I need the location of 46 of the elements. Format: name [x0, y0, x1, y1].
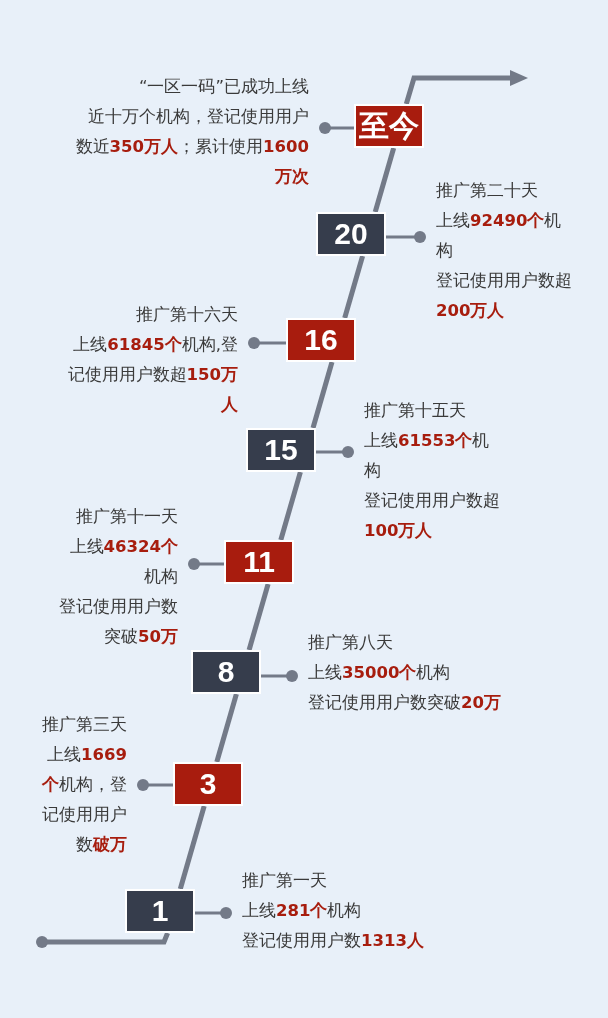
- milestone-text: 登记使用用户数超100万人: [364, 490, 501, 542]
- leader-line: [316, 446, 354, 458]
- leader-line: [261, 670, 298, 682]
- milestone-text: 登记使用用户数超200万人: [436, 270, 573, 322]
- milestone-text: 登记使用用户数突破20万: [308, 692, 501, 714]
- leader-line: [319, 122, 354, 134]
- leader-line: [195, 907, 232, 919]
- milestone-text: 推广第十六天: [135, 304, 238, 326]
- milestone-text: 上线35000个机构: [308, 662, 452, 684]
- timeline-line: [372, 147, 397, 213]
- milestone-box: 11: [224, 540, 294, 584]
- milestone-text: 上线61845个机构,登记使用用户数超150万人: [66, 334, 238, 416]
- milestone-text: 推广第三天: [41, 714, 127, 736]
- milestone-text: 推广第八天: [308, 632, 394, 654]
- milestone-box: 20: [316, 212, 386, 256]
- milestone-text: 推广第二十天: [436, 180, 539, 202]
- milestone-text: 上线1669个机构，登记使用用户数破万: [41, 744, 127, 856]
- milestone-box: 8: [191, 650, 261, 694]
- milestone-text: 推广第一天: [242, 870, 328, 892]
- leader-line: [248, 337, 286, 349]
- milestone-text: 上线46324个机构: [68, 536, 178, 588]
- milestone-text: “一区一码”已成功上线: [137, 76, 309, 98]
- leader-line: [137, 779, 173, 791]
- timeline-line: [403, 70, 528, 105]
- milestone-box: 3: [173, 762, 243, 806]
- leader-line: [386, 231, 426, 243]
- timeline-line: [310, 361, 335, 429]
- milestone-text: 登记使用用户数1313人: [242, 930, 424, 952]
- timeline-line: [177, 805, 207, 890]
- milestone-text: 近十万个机构，登记使用用户数近350万人；累计使用1600万次: [74, 106, 309, 188]
- timeline-line: [278, 471, 303, 541]
- timeline-line: [36, 932, 170, 948]
- timeline-line: [342, 255, 365, 319]
- milestone-text: 上线92490个机构: [436, 210, 563, 262]
- milestone-text: 推广第十五天: [364, 400, 467, 422]
- milestone-text: 上线61553个机构: [364, 430, 491, 482]
- milestone-text: 上线281个机构: [242, 900, 363, 922]
- milestone-text: 登记使用用户数突破50万: [58, 596, 178, 648]
- milestone-box: 15: [246, 428, 316, 472]
- milestone-box: 1: [125, 889, 195, 933]
- timeline-line: [246, 583, 271, 651]
- timeline-line: [214, 693, 239, 763]
- leader-line: [188, 558, 224, 570]
- milestone-text: 推广第十一天: [75, 506, 178, 528]
- milestone-box: 16: [286, 318, 356, 362]
- milestone-box: 至今: [354, 104, 424, 148]
